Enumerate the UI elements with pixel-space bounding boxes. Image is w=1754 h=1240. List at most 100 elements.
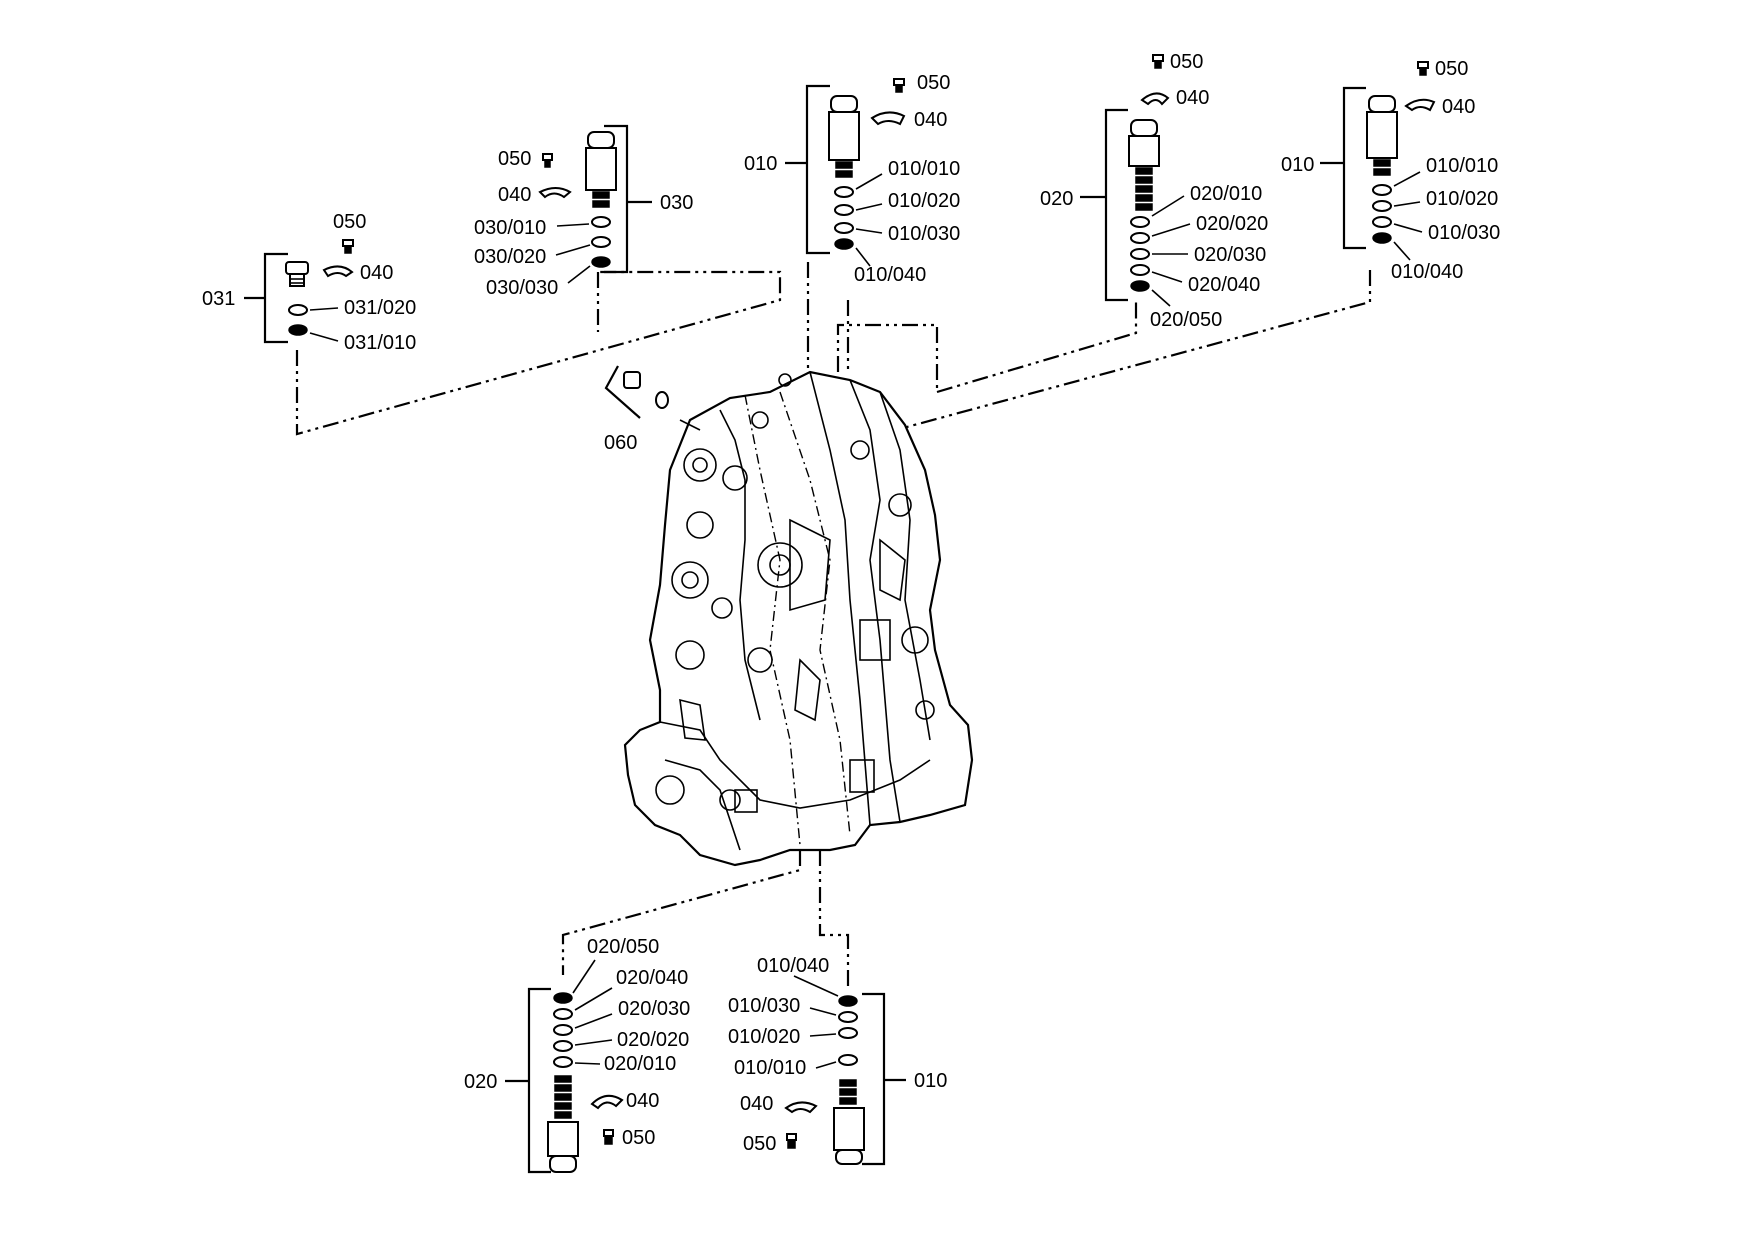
clip-label: 040 — [914, 109, 947, 131]
o-ring-icon — [553, 1008, 573, 1020]
ring-label: 010/020 — [728, 1026, 800, 1048]
clip-label: 040 — [498, 184, 531, 206]
ring-label: 010/040 — [757, 955, 829, 977]
ring-label: 010/020 — [1426, 188, 1498, 210]
o-ring-icon — [1130, 232, 1150, 244]
o-ring-icon — [834, 204, 854, 216]
ring-label: 010/010 — [1426, 155, 1498, 177]
o-ring-icon — [1130, 280, 1150, 292]
screw-icon — [603, 1129, 614, 1137]
ring-label: 031/020 — [344, 297, 416, 319]
screw-icon — [1152, 54, 1164, 62]
o-ring-icon — [1372, 232, 1392, 244]
screw-label: 050 — [1435, 58, 1468, 80]
ring-label: 010/010 — [888, 158, 960, 180]
o-ring-icon — [553, 1024, 573, 1036]
o-ring-icon — [838, 1054, 858, 1066]
ring-label: 020/050 — [1150, 309, 1222, 331]
o-ring-icon — [834, 186, 854, 198]
o-ring-icon — [838, 1011, 858, 1023]
group-010-label: 010 — [914, 1070, 947, 1092]
clip-icon — [870, 111, 906, 126]
plug-060-label: 060 — [604, 432, 637, 454]
ring-label: 010/030 — [728, 995, 800, 1017]
ring-label: 010/040 — [854, 264, 926, 286]
screw-icon — [1417, 61, 1429, 69]
clip-label: 040 — [360, 262, 393, 284]
group-030-label: 030 — [660, 192, 693, 214]
ring-label: 010/030 — [1428, 222, 1500, 244]
screw-label: 050 — [1170, 51, 1203, 73]
group-020-label: 020 — [464, 1071, 497, 1093]
group-031: 031 050 040 031/020 031/010 — [202, 211, 416, 354]
group-031-label: 031 — [202, 288, 235, 310]
o-ring-icon — [591, 216, 611, 228]
plug-valve-icon — [285, 261, 309, 287]
transmission-housing — [623, 370, 974, 867]
ring-label: 010/010 — [734, 1057, 806, 1079]
ring-label: 020/030 — [618, 998, 690, 1020]
group-010-label: 010 — [1281, 154, 1314, 176]
group-010-top: 010 050 040 010/010 010/020 010/030 010/… — [744, 72, 960, 286]
o-ring-icon — [1130, 264, 1150, 276]
ring-label: 010/020 — [888, 190, 960, 212]
o-ring-icon — [1372, 200, 1392, 212]
plug-060: 060 — [604, 365, 701, 454]
o-ring-icon — [838, 1027, 858, 1039]
o-ring-icon — [1130, 216, 1150, 228]
ring-label: 010/030 — [888, 223, 960, 245]
clip-icon — [590, 1094, 624, 1110]
o-ring-icon — [288, 304, 308, 316]
ring-label: 031/010 — [344, 332, 416, 354]
screw-label: 050 — [917, 72, 950, 94]
clip-label: 040 — [626, 1090, 659, 1112]
o-ring-icon — [834, 238, 854, 250]
ring-label: 020/050 — [587, 936, 659, 958]
group-010-bottom: 010 010/040 010/030 010/020 010/010 040 … — [728, 955, 947, 1166]
solenoid-valve-icon — [1366, 95, 1398, 176]
plug-icon — [623, 371, 641, 389]
o-ring-icon — [834, 222, 854, 234]
solenoid-valve-icon — [828, 95, 860, 178]
group-030: 030 050 040 030/010 030/020 030/030 — [474, 124, 693, 299]
o-ring-icon — [838, 995, 858, 1007]
ring-label: 010/040 — [1391, 261, 1463, 283]
group-020-top: 020 050 040 020/010 020/020 020/030 020/… — [1040, 51, 1268, 331]
ring-label: 020/040 — [616, 967, 688, 989]
clip-icon — [538, 187, 572, 199]
screw-label: 050 — [333, 211, 366, 233]
o-ring-icon — [1130, 248, 1150, 260]
screw-icon — [786, 1133, 797, 1141]
o-ring-icon — [553, 992, 573, 1004]
ring-label: 020/010 — [604, 1053, 676, 1075]
o-ring-icon — [1372, 184, 1392, 196]
ring-label: 030/020 — [474, 246, 546, 268]
ring-label: 020/020 — [1196, 213, 1268, 235]
solenoid-valve-icon — [585, 131, 617, 208]
clip-label: 040 — [1176, 87, 1209, 109]
ring-label: 030/030 — [486, 277, 558, 299]
group-020-bottom: 020 020/050 020/040 020/030 020/020 020/… — [464, 936, 690, 1174]
o-ring-icon — [591, 256, 611, 268]
clip-icon — [322, 265, 354, 278]
clip-icon — [1404, 98, 1436, 112]
ring-label: 020/030 — [1194, 244, 1266, 266]
ring-label: 020/020 — [617, 1029, 689, 1051]
screw-icon — [342, 239, 354, 247]
screw-label: 050 — [743, 1133, 776, 1155]
o-ring-icon — [655, 391, 669, 409]
ring-label: 020/010 — [1190, 183, 1262, 205]
solenoid-valve-icon — [1128, 119, 1160, 211]
screw-icon — [542, 153, 553, 161]
o-ring-icon — [1372, 216, 1392, 228]
clip-icon — [784, 1101, 818, 1114]
o-ring-icon — [591, 236, 611, 248]
screw-label: 050 — [498, 148, 531, 170]
o-ring-icon — [553, 1040, 573, 1052]
clip-label: 040 — [740, 1093, 773, 1115]
solenoid-valve-icon — [547, 1075, 579, 1173]
group-020-label: 020 — [1040, 188, 1073, 210]
ring-label: 030/010 — [474, 217, 546, 239]
group-010-right: 010 050 040 010/010 010/020 010/030 010/… — [1281, 58, 1500, 283]
